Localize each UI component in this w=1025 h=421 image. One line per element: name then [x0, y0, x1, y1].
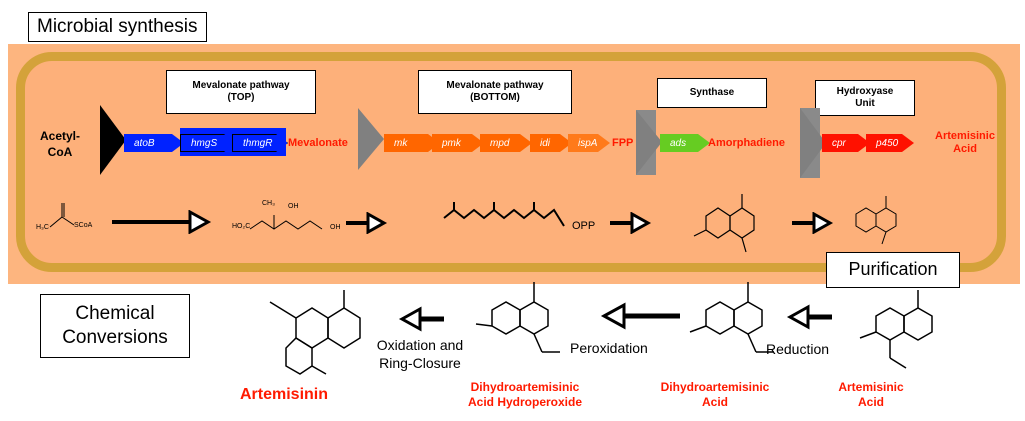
artemisinic-acid-panel-structure — [855, 196, 897, 245]
acetyl-coa-structure — [49, 203, 75, 228]
gene-mk: mk — [384, 134, 440, 152]
reduction-label: Reduction — [766, 341, 830, 357]
promoter-2-icon — [358, 108, 384, 170]
hydroxyase-header: Hydroxyase Unit — [815, 80, 915, 116]
synthase-header: Synthase — [657, 78, 767, 108]
artemisinic-acid-structure — [859, 290, 933, 369]
oxidation-arrow — [398, 306, 444, 332]
dha-structure — [689, 282, 774, 353]
mevalonate-oh-1: OH — [288, 203, 299, 210]
panel-arrow-4 — [792, 212, 834, 234]
dha-hydroperoxide-structure — [475, 282, 560, 353]
dha-label: Dihydroartemisinic Acid — [660, 380, 770, 409]
promoter-3-icon — [636, 110, 662, 175]
panel-arrow-1 — [112, 210, 212, 234]
gene-ispA: ispA — [568, 134, 610, 152]
gene-thmgR: thmgR — [232, 134, 288, 152]
fpp-label: FPP — [612, 137, 634, 149]
chemical-conversions-title: Chemical Conversions — [40, 294, 190, 358]
gene-p450: p450 — [866, 134, 914, 152]
gene-atoB: atoB — [124, 134, 184, 152]
promoter-1-icon — [100, 105, 126, 175]
fpp-structure — [443, 202, 565, 227]
mevalonate-structure — [249, 215, 323, 230]
panel-arrow-3 — [610, 212, 652, 234]
gene-pmk: pmk — [432, 134, 484, 152]
panel-arrow-2 — [346, 212, 388, 234]
acetyl-coa-h3c: H₃C — [36, 224, 49, 231]
gene-idi: idi — [530, 134, 572, 152]
fpp-opp: OPP — [572, 220, 596, 232]
oxidation-label: Oxidation and Ring-Closure — [376, 337, 464, 371]
artemisinic-acid-label: Artemisinic Acid — [838, 380, 904, 409]
purification-box: Purification — [826, 252, 960, 288]
mevalonate-ch3: CH₃ — [262, 200, 275, 207]
microbial-synthesis-title: Microbial synthesis — [28, 12, 207, 42]
acetyl-coa-scoa: SCoA — [74, 222, 93, 229]
gene-mpd: mpd — [480, 134, 532, 152]
mevalonate-ho2c: HO₂C — [232, 223, 251, 230]
reduction-arrow — [786, 304, 832, 330]
amorphadiene-structure — [693, 194, 755, 253]
mevalonate-label: Mevalonate — [288, 137, 348, 149]
peroxidation-arrow — [600, 302, 680, 330]
mevalonate-oh-2: OH — [330, 224, 341, 231]
amorphadiene-label: Amorphadiene — [708, 137, 786, 149]
artemisinic-acid-top-label: Artemisinic Acid — [935, 130, 995, 155]
gene-ads: ads — [660, 134, 710, 152]
mevalonate-top-header: Mevalonate pathway (TOP) — [166, 70, 316, 114]
peroxidation-label: Peroxidation — [570, 340, 648, 356]
promoter-4-icon — [800, 108, 826, 178]
acetyl-coa-label: Acetyl- CoA — [39, 129, 80, 159]
gene-cpr: cpr — [822, 134, 870, 152]
dha-hydroperoxide-label: Dihydroartemisinic Acid Hydroperoxide — [467, 380, 583, 409]
mevalonate-bottom-header: Mevalonate pathway (BOTTOM) — [418, 70, 572, 114]
artemisinin-structure — [269, 290, 361, 375]
artemisinin-label: Artemisinin — [240, 386, 329, 403]
